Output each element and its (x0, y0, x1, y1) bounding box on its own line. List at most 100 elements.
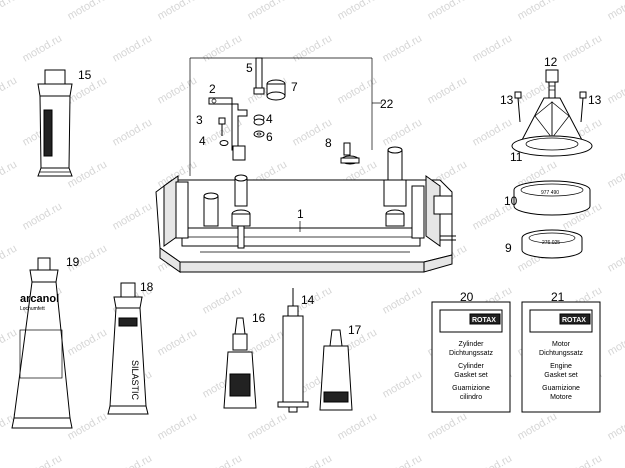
watermark-text: motod.ru (561, 452, 605, 468)
watermark-text: motod.ru (426, 410, 470, 442)
part-3-screw (218, 117, 226, 136)
watermark-text: motod.ru (111, 32, 155, 64)
watermark-text: motod.ru (516, 410, 560, 442)
card-21-line-4: Gasket set (544, 372, 578, 379)
watermark-text: motod.ru (66, 0, 110, 23)
part-14-syringe (277, 288, 309, 413)
card-21-line-3: Engine (550, 363, 572, 370)
callout-6: 6 (266, 130, 273, 144)
callout-8: 8 (325, 136, 332, 150)
arcanol-subtitle: Lochumfett (20, 306, 45, 312)
part-21-gasket-card (521, 301, 601, 413)
watermark-text: motod.ru (0, 326, 19, 358)
part-7-bushing (266, 79, 286, 101)
watermark-text: motod.ru (111, 452, 155, 468)
callout-21: 21 (551, 290, 565, 304)
callout-16: 16 (252, 311, 266, 325)
watermark-text: motod.ru (66, 158, 110, 190)
callout-20: 20 (460, 290, 474, 304)
part-1-base-fixture (155, 146, 456, 273)
part-19-grease-tube (11, 257, 73, 429)
watermark-text: motod.ru (471, 116, 515, 148)
watermark-text: motod.ru (111, 200, 155, 232)
callout-10: 10 (504, 194, 518, 208)
watermark-text: motod.ru (246, 0, 290, 23)
callout-4-left: 4 (199, 134, 206, 148)
part-8-knob (340, 142, 360, 165)
callout-9: 9 (505, 241, 512, 255)
watermark-text: motod.ru (21, 452, 65, 468)
watermark-text: motod.ru (201, 284, 245, 316)
ring-10-number: 977 490 (541, 190, 559, 196)
ring-9-number: 276 025 (542, 240, 560, 246)
watermark-text: motod.ru (606, 158, 625, 190)
callout-11: 11 (510, 150, 523, 164)
watermark-text: motod.ru (0, 74, 19, 106)
card-20-line-5: Guarnizione (452, 385, 490, 392)
part-11-puller-body (511, 97, 593, 157)
part-13-screw-left (514, 91, 522, 123)
watermark-text: motod.ru (606, 410, 625, 442)
watermark-text: motod.ru (156, 74, 200, 106)
part-18-silastic-tube (107, 282, 149, 415)
card-21-line-1: Motor (552, 341, 571, 348)
part-10-ring (513, 180, 591, 216)
callout-3: 3 (196, 113, 203, 127)
watermark-text: motod.ru (291, 452, 335, 468)
watermark-text: motod.ru (111, 116, 155, 148)
card-20-line-2: Dichtungssatz (449, 350, 493, 357)
part-9-ring (521, 229, 583, 259)
watermark-text: motod.ru (426, 74, 470, 106)
watermark-text: motod.ru (336, 0, 380, 23)
watermark-text: motod.ru (66, 326, 110, 358)
card-21-line-5: Guarnizione (542, 385, 580, 392)
callout-1: 1 (297, 207, 304, 221)
watermark-text: motod.ru (0, 158, 19, 190)
callout-7: 7 (291, 80, 298, 94)
part-13-screw-right (579, 91, 587, 123)
watermark-text: motod.ru (246, 410, 290, 442)
watermark-text: motod.ru (471, 452, 515, 468)
watermark-text: motod.ru (201, 452, 245, 468)
watermark-text: motod.ru (606, 74, 625, 106)
watermark-text: motod.ru (381, 452, 425, 468)
part-12-bolt (545, 69, 559, 99)
callout-13-right: 13 (588, 93, 602, 107)
watermark-text: motod.ru (21, 32, 65, 64)
callout-19: 19 (66, 255, 80, 269)
watermark-text: motod.ru (201, 32, 245, 64)
card-20-line-1: Zylinder (459, 341, 485, 348)
callout-2: 2 (209, 82, 216, 96)
callout-13-left: 13 (500, 93, 514, 107)
callout-18: 18 (140, 280, 154, 294)
assembly-frame-lines (189, 57, 382, 176)
watermark-text: motod.ru (0, 242, 19, 274)
part-20-gasket-card (431, 301, 511, 413)
part-5-pin (253, 57, 265, 95)
part-6-washer (253, 130, 265, 138)
part-17-bottle (319, 329, 353, 411)
watermark-text: motod.ru (21, 200, 65, 232)
card-20-line-6: cilindro (460, 394, 482, 401)
callout-14: 14 (301, 293, 315, 307)
card-21-line-2: Dichtungssatz (539, 350, 583, 357)
watermark-text: motod.ru (156, 410, 200, 442)
watermark-text: motod.ru (381, 32, 425, 64)
watermark-text: motod.ru (291, 32, 335, 64)
part-15-tube (37, 69, 73, 177)
watermark-text: motod.ru (561, 32, 605, 64)
watermark-text: motod.ru (516, 0, 560, 23)
card-20-line-3: Cylinder (458, 363, 484, 370)
callout-12: 12 (544, 55, 558, 69)
watermark-text: motod.ru (0, 0, 19, 23)
watermark-text: motod.ru (336, 74, 380, 106)
watermark-text: motod.ru (606, 242, 625, 274)
part-2-bracket (208, 97, 248, 161)
watermark-text: motod.ru (381, 284, 425, 316)
watermark-text: motod.ru (156, 326, 200, 358)
callout-17: 17 (348, 323, 362, 337)
watermark-text: motod.ru (426, 0, 470, 23)
watermark-text: motod.ru (606, 0, 625, 23)
part-4-nut (219, 114, 265, 146)
